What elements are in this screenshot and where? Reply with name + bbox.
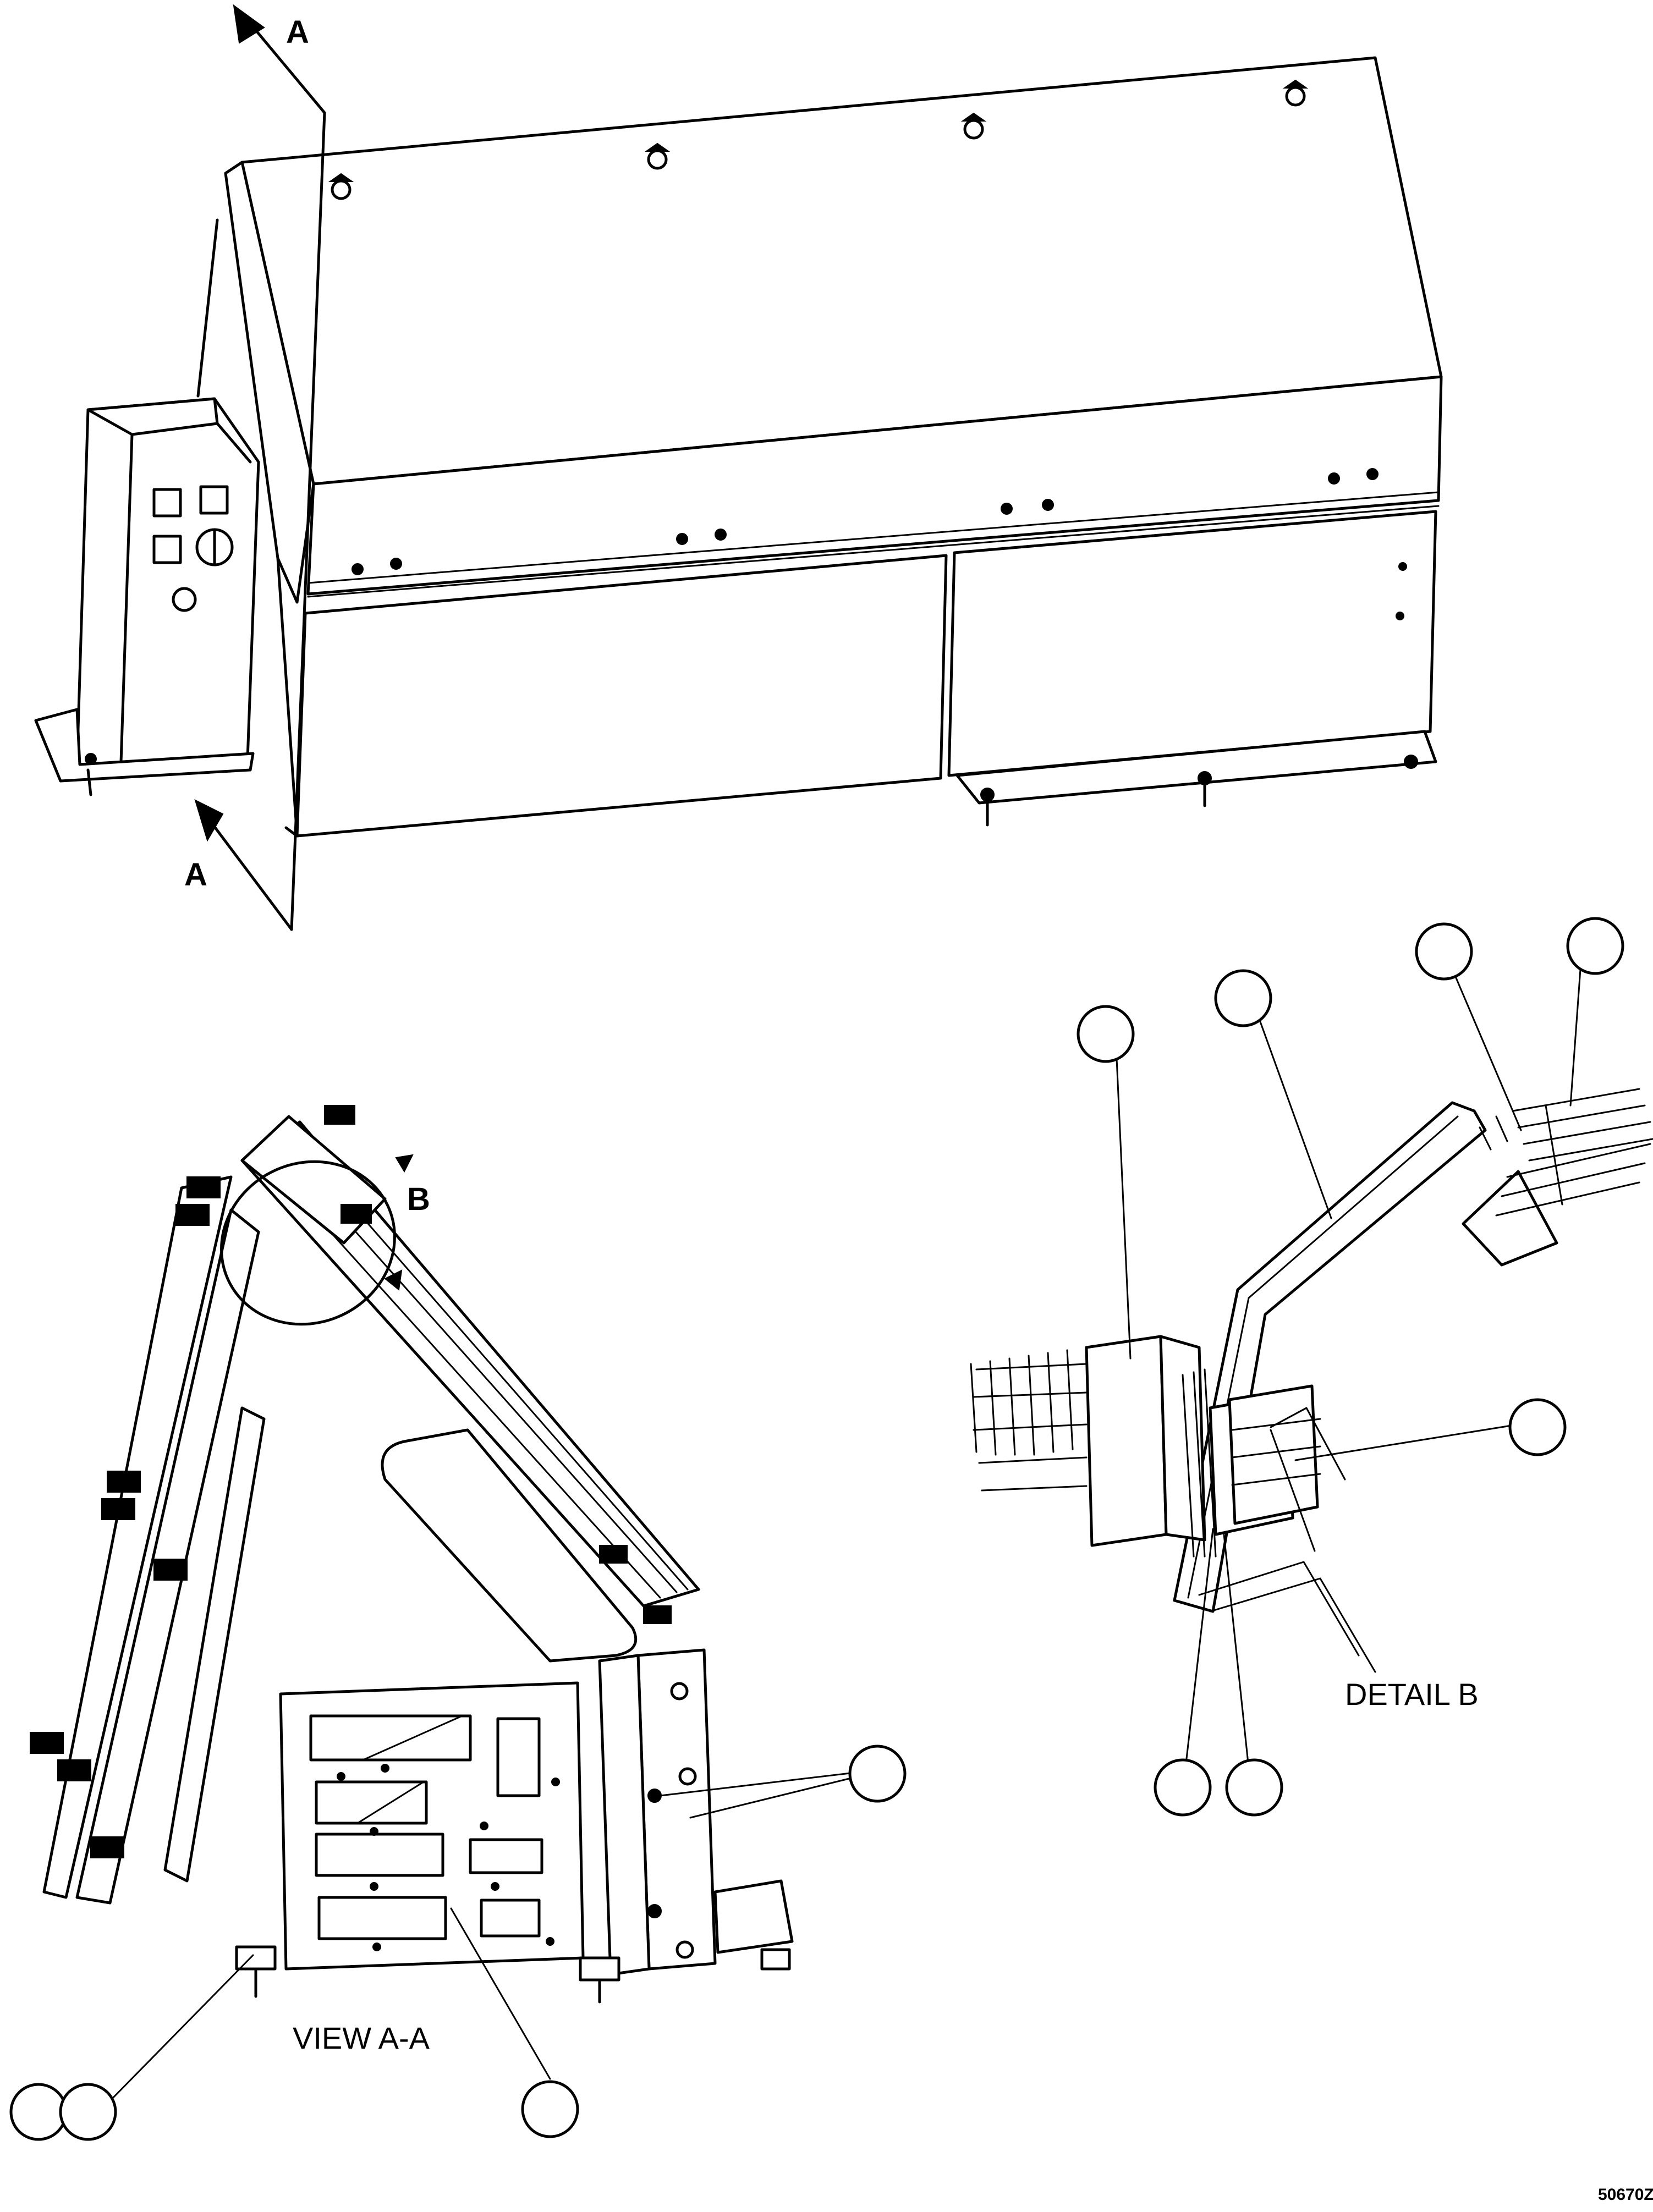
figure-number: 50670Z — [1598, 2186, 1653, 2204]
lid-knobs — [328, 79, 1309, 200]
callout-bubble — [848, 1745, 907, 1803]
callout-bubble — [59, 2083, 117, 2141]
section-line-a — [194, 4, 326, 931]
lower-panel-right — [947, 510, 1437, 777]
band-screws — [352, 468, 1407, 620]
support-angle — [1198, 1407, 1376, 1673]
finned-block-right — [1462, 1088, 1653, 1267]
control-box — [34, 397, 260, 796]
detail-b-circle — [220, 1160, 396, 1326]
lower-panel-left — [295, 554, 948, 838]
callout-bubble — [1225, 1758, 1283, 1817]
callout-bubble — [1077, 1005, 1135, 1063]
detail-mark: B — [407, 1181, 430, 1217]
callout-bubble — [1508, 1398, 1567, 1456]
section-mark-bottom: A — [184, 857, 207, 893]
base-plate-right — [955, 730, 1437, 827]
section-mark-top: A — [286, 14, 309, 50]
detail-arrow-icon — [395, 1154, 414, 1173]
view-a-a: B VIEW A-A — [30, 1105, 870, 2105]
callout-bubble — [1214, 969, 1272, 1027]
detail-caption: DETAIL B — [1345, 1677, 1479, 1712]
callout-bubble — [1415, 922, 1473, 981]
bent-strap — [1173, 1101, 1487, 1613]
enclosure-assembly: A A — [34, 4, 1443, 931]
finned-block-left — [970, 1335, 1206, 1547]
callout-bubble — [9, 2083, 68, 2141]
enclosure-lid-band — [306, 375, 1443, 596]
terminal-studs — [30, 1105, 672, 1858]
detail-b: DETAIL B — [970, 953, 1653, 1769]
callout-bubbles — [9, 917, 1624, 2141]
callout-bubble — [1154, 1758, 1212, 1817]
callout-bubble — [1566, 917, 1624, 975]
section-arrow-top-icon — [233, 4, 265, 44]
callout-bubble — [521, 2080, 579, 2138]
section-arrow-bottom-icon — [194, 799, 224, 842]
enclosure-lid-side — [224, 161, 315, 604]
view-caption: VIEW A-A — [293, 2021, 430, 2055]
